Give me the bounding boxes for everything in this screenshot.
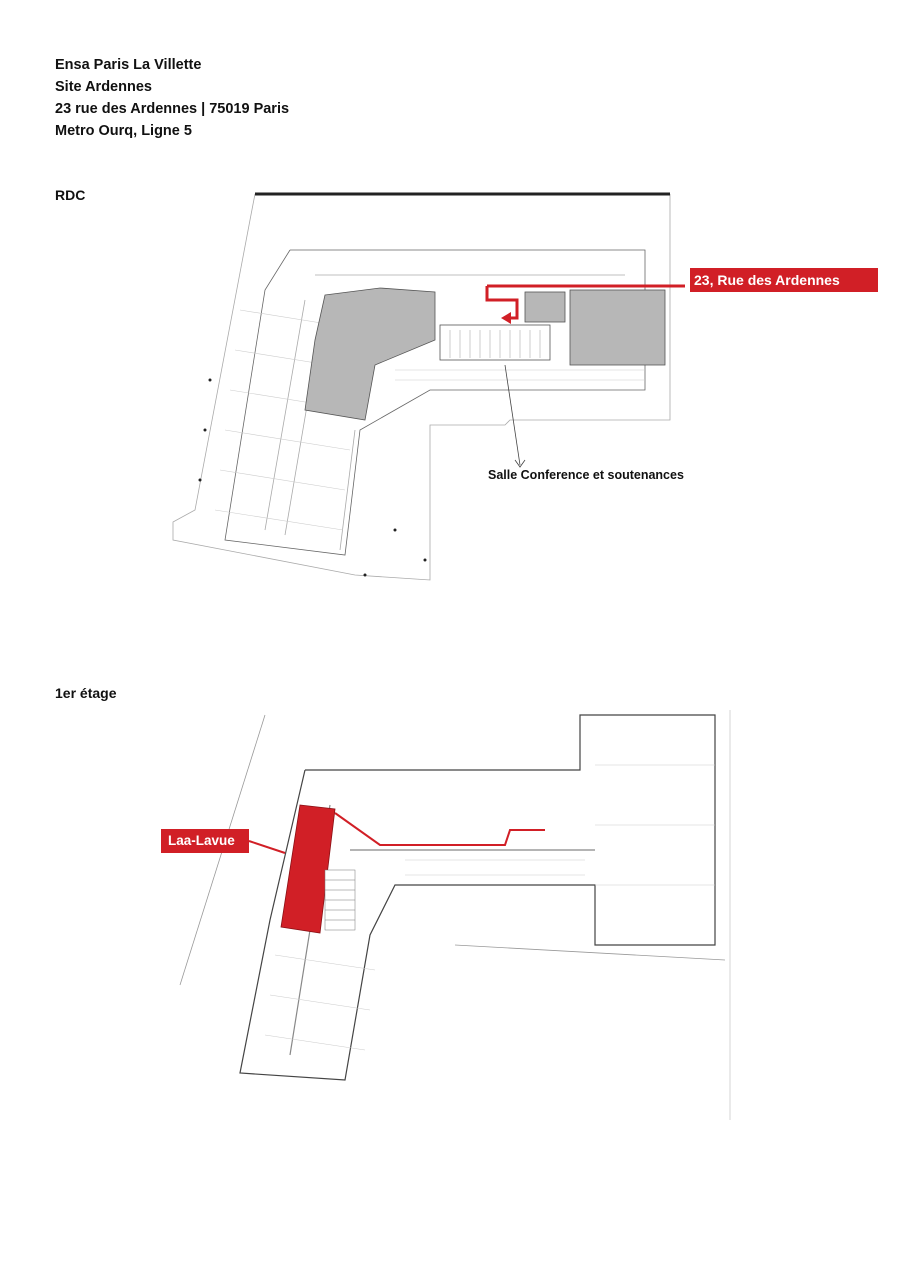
first-floor-heading: 1er étage — [55, 685, 117, 701]
street-tag: 23, Rue des Ardennes — [690, 268, 878, 292]
conference-room-callout: Salle Conference et soutenances — [488, 468, 684, 482]
rdc-heading: RDC — [55, 187, 86, 203]
street-address: 23 rue des Ardennes | 75019 Paris — [55, 101, 290, 117]
room-tag: Laa-Lavue — [161, 829, 249, 853]
address-block: Ensa Paris La Villette Site Ardennes 23 … — [55, 54, 289, 142]
site-name: Site Ardennes — [55, 79, 152, 95]
metro-info: Metro Ourq, Ligne 5 — [55, 123, 192, 139]
rdc-floor-plan — [172, 192, 685, 581]
first-floor-plan — [179, 710, 731, 1120]
school-name: Ensa Paris La Villette — [55, 57, 202, 73]
